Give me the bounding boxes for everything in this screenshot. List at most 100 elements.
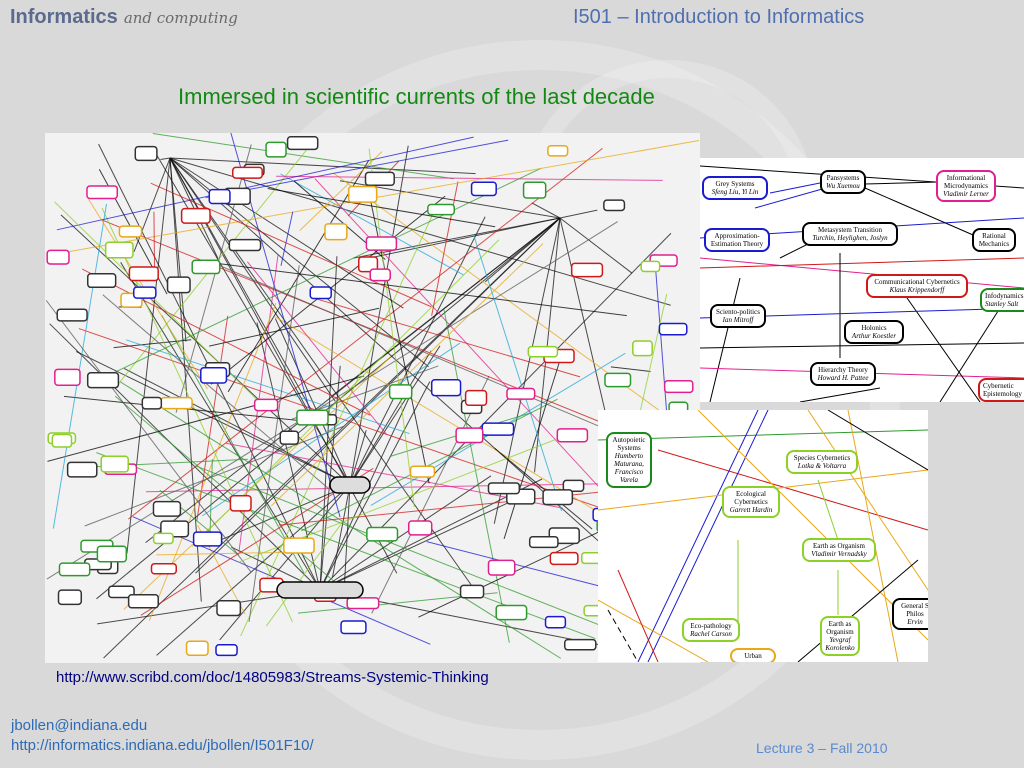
network-node [108, 585, 135, 599]
network-edge [119, 381, 562, 659]
network-edge [319, 502, 509, 591]
footer-lecture: Lecture 3 – Fall 2010 [756, 740, 888, 756]
network-node [54, 368, 81, 386]
network-edge [353, 217, 561, 259]
network-edge [280, 211, 294, 266]
network-node [364, 171, 395, 187]
network-edge [113, 339, 192, 349]
network-node [118, 225, 143, 238]
network-edge [240, 208, 436, 637]
network-node [547, 145, 569, 157]
network-node [228, 238, 262, 252]
network-edge [248, 265, 300, 623]
source-url-link[interactable]: http://www.scribd.com/doc/14805983/Strea… [56, 669, 489, 686]
network-node [430, 379, 462, 397]
network-node [528, 535, 559, 549]
network-edge [221, 484, 351, 540]
network-edge [75, 351, 351, 486]
network-node [132, 286, 157, 299]
network-node [56, 308, 88, 322]
network-edge [100, 218, 631, 435]
network-node [127, 593, 159, 609]
network-edge [60, 140, 700, 254]
network-edge [319, 381, 431, 591]
network-edge [331, 484, 351, 578]
network-edge [493, 217, 561, 524]
footer-email[interactable]: jbollen@indiana.edu [11, 717, 148, 734]
network-edge [152, 132, 454, 180]
network-node [200, 366, 228, 384]
network-edge [207, 261, 627, 317]
network-node [324, 223, 348, 241]
network-node [388, 384, 413, 400]
network-node [470, 181, 497, 197]
network-node [96, 545, 128, 563]
network-node [51, 433, 73, 448]
network-node [427, 203, 456, 216]
network-node [58, 562, 91, 577]
network-node [564, 638, 597, 651]
network-edge [494, 447, 593, 530]
network-edge [52, 203, 108, 529]
network-edge [128, 147, 603, 520]
network-edge [169, 157, 187, 342]
footer-contact: jbollen@indiana.edu http://informatics.i… [11, 716, 314, 756]
network-node [495, 604, 528, 621]
network-node [663, 379, 694, 394]
network-node [358, 256, 379, 273]
network-node [369, 268, 392, 282]
network-node [104, 241, 134, 259]
network-node [549, 551, 579, 566]
network-edge [78, 328, 624, 517]
network-edge [56, 136, 474, 231]
network-node [340, 620, 367, 635]
network-edge [46, 221, 618, 580]
network-edge [431, 181, 459, 316]
network-node [160, 396, 193, 410]
network-node [544, 615, 567, 629]
network-edge [368, 148, 415, 508]
network-node [152, 532, 174, 545]
network-node [487, 482, 521, 495]
network-node [86, 185, 119, 200]
network-node [347, 185, 378, 203]
network-node [365, 236, 398, 251]
network-node [150, 562, 177, 575]
network-node [346, 597, 380, 610]
network-edge [169, 157, 476, 175]
network-node [562, 479, 585, 492]
network-edge [559, 209, 598, 219]
network-node [658, 322, 688, 336]
network-edge [227, 160, 370, 393]
network-edge [219, 484, 351, 641]
network-edge [201, 342, 461, 517]
network-node [283, 537, 315, 554]
network-edge [610, 366, 651, 372]
network-edge [156, 484, 351, 656]
network-edge [169, 157, 404, 309]
network-node [296, 409, 329, 426]
network-node [134, 145, 158, 162]
network-node [407, 520, 433, 536]
network-edge [49, 323, 321, 591]
network-edge [103, 217, 561, 659]
network-edge [299, 151, 383, 231]
network-edge [366, 182, 430, 484]
network-edge [301, 398, 558, 532]
network-node [464, 389, 488, 406]
network-hub-node [276, 581, 364, 599]
network-edge [559, 217, 633, 274]
footer-site-link[interactable]: http://informatics.indiana.edu/jbollen/I… [11, 737, 314, 754]
network-edge [169, 157, 653, 590]
network-edge [150, 182, 432, 308]
course-title: I501 – Introduction to Informatics [573, 6, 865, 28]
network-node [481, 422, 515, 436]
network-node [208, 188, 231, 205]
network-node [506, 387, 536, 400]
